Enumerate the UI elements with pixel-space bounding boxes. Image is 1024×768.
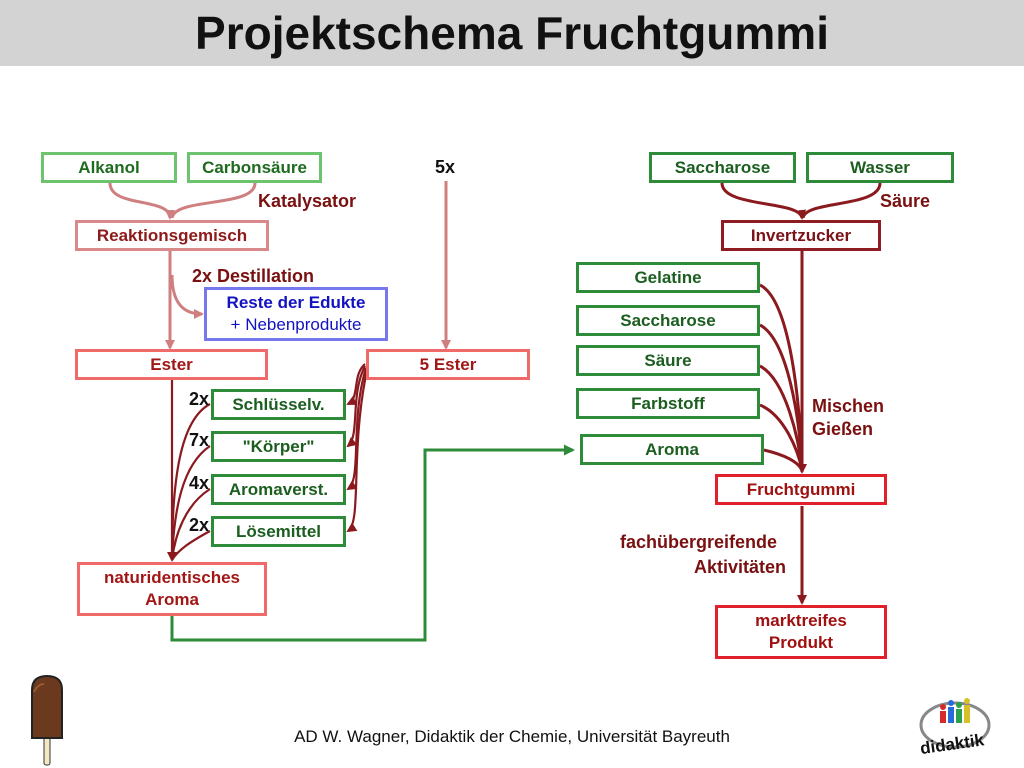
label-saeure-katalyse: Säure <box>880 191 931 211</box>
title-bar <box>0 0 1024 66</box>
page-title: Projektschema Fruchtgummi <box>195 7 829 59</box>
box-5-ester: 5 Ester <box>366 349 530 380</box>
box-farbstoff: Farbstoff <box>576 388 760 419</box>
box-aromaverst: Aromaverst. <box>211 474 346 505</box>
label-mischen: Mischen <box>812 396 885 416</box>
label-katalysator: Katalysator <box>258 191 357 211</box>
box-aroma: Aroma <box>580 434 764 465</box>
box-fruchtgummi: Fruchtgummi <box>715 474 887 505</box>
reste-line2: + Nebenprodukte <box>230 315 362 334</box>
box-loesemittel: Lösemittel <box>211 516 346 547</box>
naturident-line2: Aroma <box>145 590 199 609</box>
arrow-edukte-to-reaktionsgemisch <box>108 182 257 220</box>
mult-loesemittel: 2x <box>189 515 210 535</box>
arrow-natural-aroma-to-aroma <box>170 444 575 642</box>
box-saeure: Säure <box>576 345 760 376</box>
arrows-5-ester-to-components <box>346 363 369 533</box>
box-marktreifes-produkt: marktreifes Produkt <box>715 605 887 659</box>
ice-cream-icon <box>31 674 63 766</box>
mult-koerper: 7x <box>189 430 210 450</box>
mult-schluessel: 2x <box>189 389 210 409</box>
box-reaktionsgemisch: Reaktionsgemisch <box>75 220 269 251</box>
box-alkanol: Alkanol <box>41 152 177 183</box>
label-5x: 5x <box>435 157 456 177</box>
box-saccharose-2: Saccharose <box>576 305 760 336</box>
marktreif-line2: Produkt <box>768 633 834 652</box>
naturident-line1: naturidentisches <box>103 568 241 587</box>
arrows-ingredients-to-fruchtgummi <box>759 283 804 471</box>
label-fach-line1: fachübergreifende <box>620 532 778 552</box>
box-invertzucker: Invertzucker <box>721 220 881 251</box>
footer-credit: AD W. Wagner, Didaktik der Chemie, Unive… <box>294 727 730 746</box>
arrows-components-to-aroma <box>167 380 211 562</box>
box-carbonsaeure: Carbonsäure <box>187 152 322 183</box>
reste-line1: Reste der Edukte <box>226 293 366 312</box>
box-gelatine: Gelatine <box>576 262 760 293</box>
mult-aromaverst: 4x <box>189 473 210 493</box>
marktreif-line1: marktreifes <box>755 611 847 630</box>
label-fach-line2: Aktivitäten <box>694 557 787 577</box>
box-naturidentisches-aroma: naturidentisches Aroma <box>77 562 267 616</box>
arrow-destillation <box>165 251 204 350</box>
label-giessen: Gießen <box>812 419 874 439</box>
box-schluesselv: Schlüsselv. <box>211 389 346 420</box>
box-wasser: Wasser <box>806 152 954 183</box>
box-ester: Ester <box>75 349 268 380</box>
box-reste: Reste der Edukte + Nebenprodukte <box>204 287 388 341</box>
label-destillation: 2x Destillation <box>192 266 315 286</box>
box-koerper: "Körper" <box>211 431 346 462</box>
box-saccharose-top: Saccharose <box>649 152 796 183</box>
arrow-to-invertzucker <box>720 182 882 220</box>
